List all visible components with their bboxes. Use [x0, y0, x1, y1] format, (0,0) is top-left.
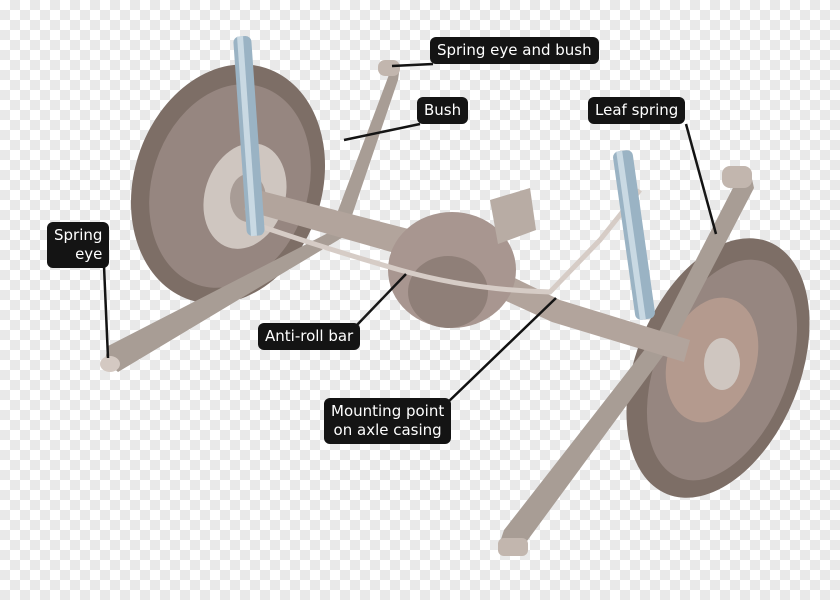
label-spring-eye: Spring eye [47, 222, 110, 268]
label-text: Leaf spring [595, 101, 679, 119]
label-bush: Bush [417, 97, 469, 124]
shock-absorbers [233, 36, 655, 321]
label-text: Anti-roll bar [265, 327, 354, 345]
label-text: Bush [424, 101, 462, 119]
label-mounting-point: Mounting point on axle casing [324, 398, 452, 444]
label-leaf-spring: Leaf spring [588, 97, 686, 124]
label-text-line2: eye [75, 245, 103, 263]
label-text-line2: on axle casing [333, 421, 442, 439]
leader-lines [102, 62, 718, 405]
axle-casing [244, 188, 690, 362]
label-text: Spring eye and bush [437, 41, 592, 59]
label-text-line1: Spring [54, 226, 103, 244]
anti-roll-bar [259, 188, 642, 295]
right-leaf-spring [498, 166, 754, 556]
label-text-line1: Mounting point [331, 402, 445, 420]
label-anti-roll-bar: Anti-roll bar [258, 323, 361, 350]
label-spring-eye-and-bush: Spring eye and bush [430, 37, 599, 64]
